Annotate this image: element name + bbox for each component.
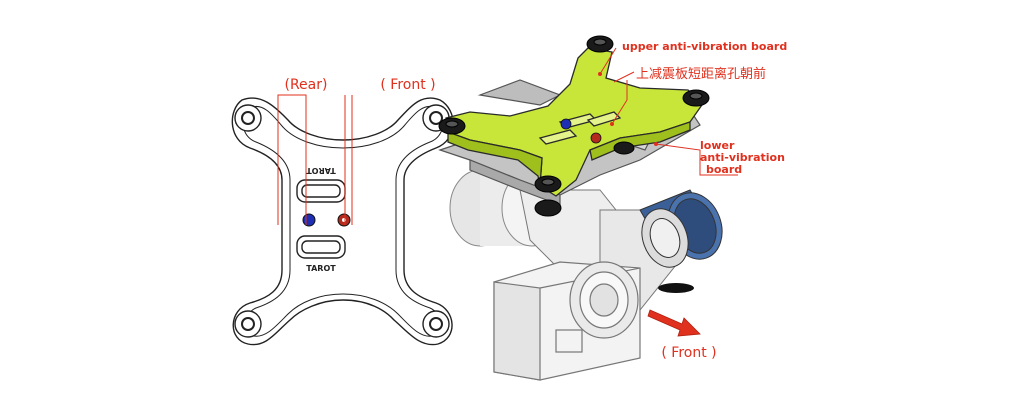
lower-board-label-line3: board bbox=[706, 163, 742, 176]
leader-lines bbox=[599, 47, 738, 176]
gimbal-3d-view bbox=[438, 35, 723, 381]
shadow-mark bbox=[658, 283, 694, 293]
lower-board-label-line1: lower bbox=[700, 139, 735, 152]
front-direction-arrow bbox=[647, 309, 701, 337]
front-label-top: ( Front ) bbox=[380, 77, 435, 93]
rear-hole-dot bbox=[302, 213, 316, 227]
rear-label: (Rear) bbox=[285, 77, 328, 93]
roll-motor bbox=[639, 189, 723, 268]
mounting-hole-bottom-right bbox=[422, 310, 450, 338]
front-guide-lines bbox=[344, 95, 353, 225]
front-hole-dot-3d bbox=[590, 132, 602, 144]
slot-bottom bbox=[296, 235, 346, 259]
mounting-hole-bottom-left bbox=[234, 310, 262, 338]
plate-logo-bottom: TAROT bbox=[306, 264, 336, 273]
chinese-note-label: 上减震板短距离孔朝前 bbox=[636, 66, 766, 82]
plate-logo-top: TAROT bbox=[306, 166, 336, 175]
mounting-hole-top-left bbox=[234, 104, 262, 132]
camera bbox=[493, 261, 641, 381]
damper-balls bbox=[438, 35, 710, 217]
lower-board-label-line2: anti-vibration bbox=[700, 151, 785, 164]
upper-board-label: upper anti-vibration board bbox=[622, 40, 787, 53]
rear-hole-dot-3d bbox=[560, 118, 572, 130]
front-label-bottom: ( Front ) bbox=[661, 345, 716, 361]
rear-guide-lines bbox=[277, 94, 307, 225]
slot-top bbox=[296, 179, 346, 203]
